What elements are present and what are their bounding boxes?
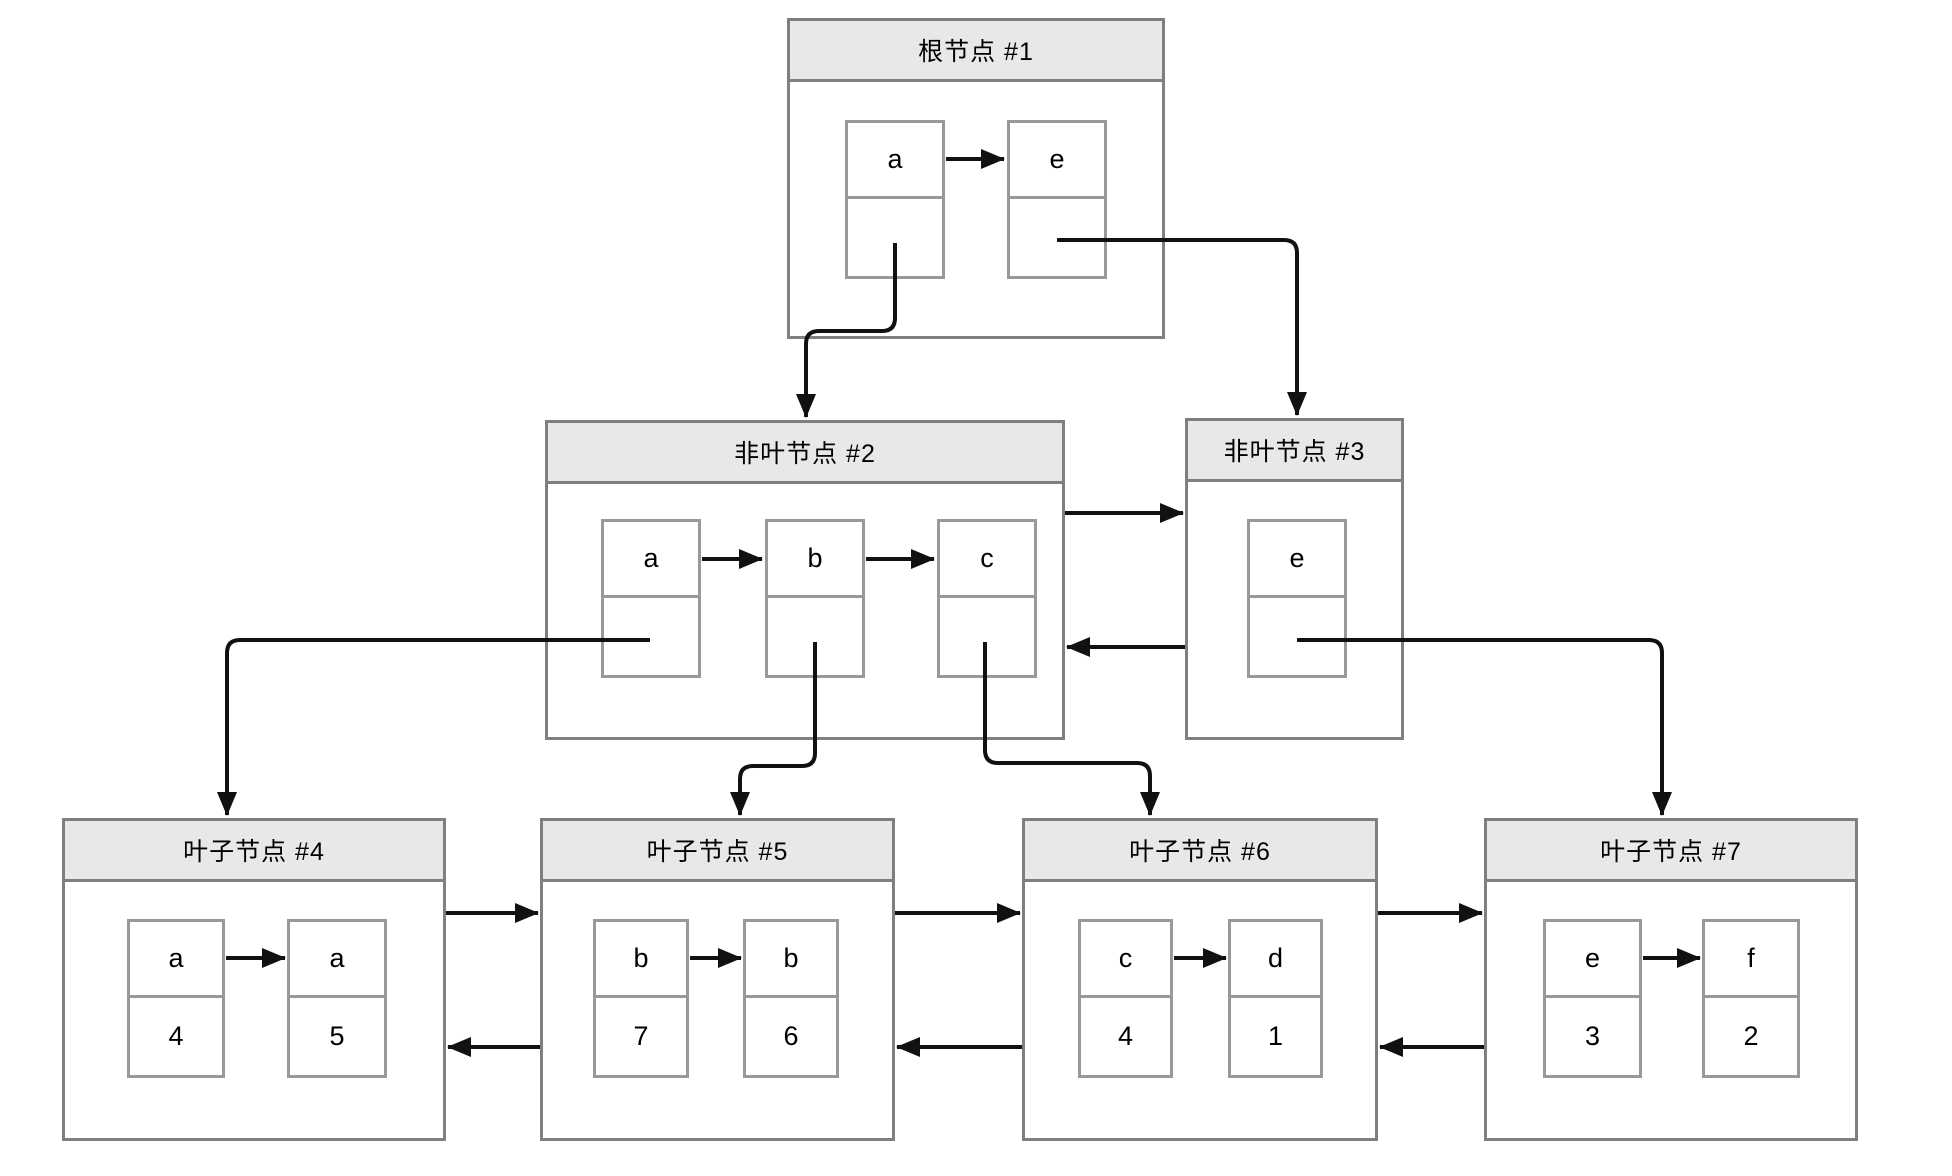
key-box: a	[601, 519, 701, 598]
node-2-cell-c: c	[937, 519, 1037, 678]
key-box: b	[765, 519, 865, 598]
pointer-box	[845, 199, 945, 279]
node-5-cell-2: b 6	[743, 919, 839, 1078]
key-box: c	[1078, 919, 1173, 998]
node-1-title: 根节点 #1	[790, 21, 1162, 82]
value-box: 2	[1702, 998, 1800, 1078]
node-leaf-5: 叶子节点 #5 b 7 b 6	[540, 818, 895, 1141]
node-5-cell-1: b 7	[593, 919, 689, 1078]
node-6-cell-1: c 4	[1078, 919, 1173, 1078]
node-1-cell-a: a	[845, 120, 945, 279]
key-box: f	[1702, 919, 1800, 998]
node-7-cell-2: f 2	[1702, 919, 1800, 1078]
node-7-cell-1: e 3	[1543, 919, 1642, 1078]
value-box: 5	[287, 998, 387, 1078]
key-box: c	[937, 519, 1037, 598]
pointer-box	[765, 598, 865, 678]
node-4-cell-2: a 5	[287, 919, 387, 1078]
node-6-title: 叶子节点 #6	[1025, 821, 1375, 882]
key-box: d	[1228, 919, 1323, 998]
node-leaf-4: 叶子节点 #4 a 4 a 5	[62, 818, 446, 1141]
node-2-cell-a: a	[601, 519, 701, 678]
node-4-title: 叶子节点 #4	[65, 821, 443, 882]
node-internal-2: 非叶节点 #2 a b c	[545, 420, 1065, 740]
node-3-title: 非叶节点 #3	[1188, 421, 1401, 482]
key-box: e	[1543, 919, 1642, 998]
key-box: e	[1247, 519, 1347, 598]
node-leaf-6: 叶子节点 #6 c 4 d 1	[1022, 818, 1378, 1141]
key-box: b	[593, 919, 689, 998]
node-leaf-7: 叶子节点 #7 e 3 f 2	[1484, 818, 1858, 1141]
value-box: 7	[593, 998, 689, 1078]
key-box: a	[287, 919, 387, 998]
node-2-cell-b: b	[765, 519, 865, 678]
pointer-box	[1247, 598, 1347, 678]
node-1-cell-e: e	[1007, 120, 1107, 279]
key-box: b	[743, 919, 839, 998]
pointer-box	[937, 598, 1037, 678]
node-root-1: 根节点 #1 a e	[787, 18, 1165, 339]
node-4-cell-1: a 4	[127, 919, 225, 1078]
key-box: a	[127, 919, 225, 998]
value-box: 1	[1228, 998, 1323, 1078]
value-box: 3	[1543, 998, 1642, 1078]
key-box: a	[845, 120, 945, 199]
node-6-cell-2: d 1	[1228, 919, 1323, 1078]
node-5-title: 叶子节点 #5	[543, 821, 892, 882]
value-box: 6	[743, 998, 839, 1078]
value-box: 4	[127, 998, 225, 1078]
pointer-box	[601, 598, 701, 678]
node-internal-3: 非叶节点 #3 e	[1185, 418, 1404, 740]
node-7-title: 叶子节点 #7	[1487, 821, 1855, 882]
value-box: 4	[1078, 998, 1173, 1078]
pointer-box	[1007, 199, 1107, 279]
node-2-title: 非叶节点 #2	[548, 423, 1062, 484]
node-3-cell-e: e	[1247, 519, 1347, 678]
key-box: e	[1007, 120, 1107, 199]
